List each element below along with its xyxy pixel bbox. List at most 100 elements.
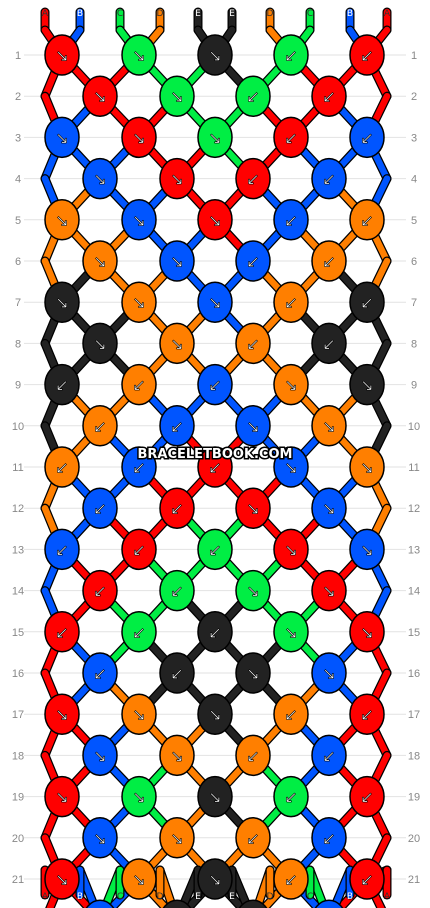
knot-direction-arrow: ↙ xyxy=(246,170,259,189)
knot: ↙ xyxy=(44,446,80,488)
knot-direction-arrow: ↘ xyxy=(322,664,335,683)
knot-oval xyxy=(121,446,157,488)
knot-direction-arrow: ↙ xyxy=(284,46,297,65)
knot: ↙ xyxy=(273,34,309,76)
knot-oval xyxy=(159,817,195,859)
knot-oval xyxy=(235,652,271,694)
knot: ↘ xyxy=(44,775,80,818)
knot: ↘ xyxy=(311,652,347,694)
knot-direction-arrow: ↙ xyxy=(284,293,297,312)
knot: ↙ xyxy=(197,446,233,488)
knot-direction-arrow: ↙ xyxy=(93,417,106,436)
knot-oval xyxy=(121,775,157,818)
watermark: BRACELETBOOK.COM BRACELETBOOK.COM xyxy=(136,446,294,464)
knot-oval xyxy=(44,446,80,488)
row-number-left: 16 xyxy=(12,668,24,680)
knot-direction-arrow: ↘ xyxy=(284,540,297,559)
knot: ↙ xyxy=(273,199,309,241)
knot-oval xyxy=(349,858,385,900)
knot-direction-arrow: ↘ xyxy=(132,128,145,147)
knot-oval xyxy=(235,322,271,365)
strand-letter-top: E xyxy=(229,9,235,19)
knot: ↘ xyxy=(235,652,271,694)
knot: ↙ xyxy=(314,899,344,908)
knot: ↘ xyxy=(121,116,157,159)
knot: ↙ xyxy=(349,281,385,323)
knot: ↙ xyxy=(311,817,347,859)
knot: ↙ xyxy=(311,240,347,282)
knot: ↘ xyxy=(159,734,195,777)
knot-oval xyxy=(273,363,309,406)
knot-direction-arrow: ↘ xyxy=(246,664,259,683)
knot: ↘ xyxy=(349,363,385,406)
strand-letter-top: C xyxy=(307,9,313,19)
knot-direction-arrow: ↘ xyxy=(170,829,183,848)
row-number-right: 6 xyxy=(411,256,417,268)
row-number-left: 12 xyxy=(12,503,24,515)
knot-direction-arrow: ↙ xyxy=(360,870,373,889)
knot-direction-arrow: ↙ xyxy=(55,458,68,477)
knot: ↙ xyxy=(238,899,268,908)
knot-oval xyxy=(159,157,195,200)
row-number-left: 6 xyxy=(15,256,21,268)
knot-direction-arrow: ↙ xyxy=(132,540,145,559)
row-number-right: 11 xyxy=(408,462,419,474)
knot: ↘ xyxy=(349,446,385,488)
knot-oval xyxy=(235,75,271,117)
knot-oval xyxy=(44,34,80,76)
knot: ↘ xyxy=(235,487,271,529)
knot-direction-arrow: ↘ xyxy=(170,87,183,106)
knot-oval xyxy=(273,199,309,241)
knot-direction-arrow: ↘ xyxy=(170,334,183,353)
row-number-left: 13 xyxy=(12,544,24,556)
strand-letter-bottom: B xyxy=(347,892,353,902)
strand-letter-bottom: C xyxy=(307,892,313,902)
knot: ↘ xyxy=(121,199,157,241)
knot-direction-arrow: ↙ xyxy=(208,623,221,642)
knot: ↙ xyxy=(197,528,233,571)
row-number-left: 15 xyxy=(12,627,24,639)
knot-oval xyxy=(273,446,309,488)
knot: ↘ xyxy=(311,405,347,447)
knot-oval xyxy=(121,281,157,323)
knot: ↘ xyxy=(121,693,157,735)
knot-oval xyxy=(273,34,309,76)
knot: ↙ xyxy=(235,734,271,777)
row-number-right: 15 xyxy=(408,627,420,639)
knot: ↘ xyxy=(121,775,157,818)
knot-direction-arrow: ↙ xyxy=(322,746,335,765)
row-number-right: 1 xyxy=(411,50,417,62)
knot-oval xyxy=(311,569,347,612)
row-number-left: 7 xyxy=(15,297,21,309)
knot-oval xyxy=(44,281,80,323)
knot-oval xyxy=(121,528,157,571)
row-number-right: 8 xyxy=(411,338,417,350)
knot: ↙ xyxy=(311,75,347,117)
knot-oval xyxy=(44,775,80,818)
knot-oval xyxy=(235,487,271,529)
knot-direction-arrow: ↙ xyxy=(284,788,297,807)
knot-direction-arrow: ↙ xyxy=(246,746,259,765)
knot: ↘ xyxy=(197,858,233,900)
knot-oval xyxy=(159,569,195,612)
knot-oval xyxy=(121,858,157,900)
knot-oval xyxy=(273,611,309,653)
knot: ↙ xyxy=(311,734,347,777)
knot-direction-arrow: ↘ xyxy=(93,252,106,271)
knot-oval xyxy=(159,652,195,694)
knot-direction-arrow: ↙ xyxy=(360,46,373,65)
knot-direction-arrow: ↘ xyxy=(132,211,145,230)
knot-oval xyxy=(82,487,118,529)
knot-oval xyxy=(82,240,118,282)
strand-letter-top: B xyxy=(347,9,353,19)
knot-oval xyxy=(311,157,347,200)
knot-oval xyxy=(197,693,233,735)
knot-direction-arrow: ↙ xyxy=(360,211,373,230)
knot-direction-arrow: ↙ xyxy=(284,211,297,230)
knot-direction-arrow: ↘ xyxy=(55,788,68,807)
knot-oval xyxy=(311,734,347,777)
knot-oval xyxy=(159,487,195,529)
row-number-right: 16 xyxy=(408,668,420,680)
knot: ↘ xyxy=(82,75,118,117)
